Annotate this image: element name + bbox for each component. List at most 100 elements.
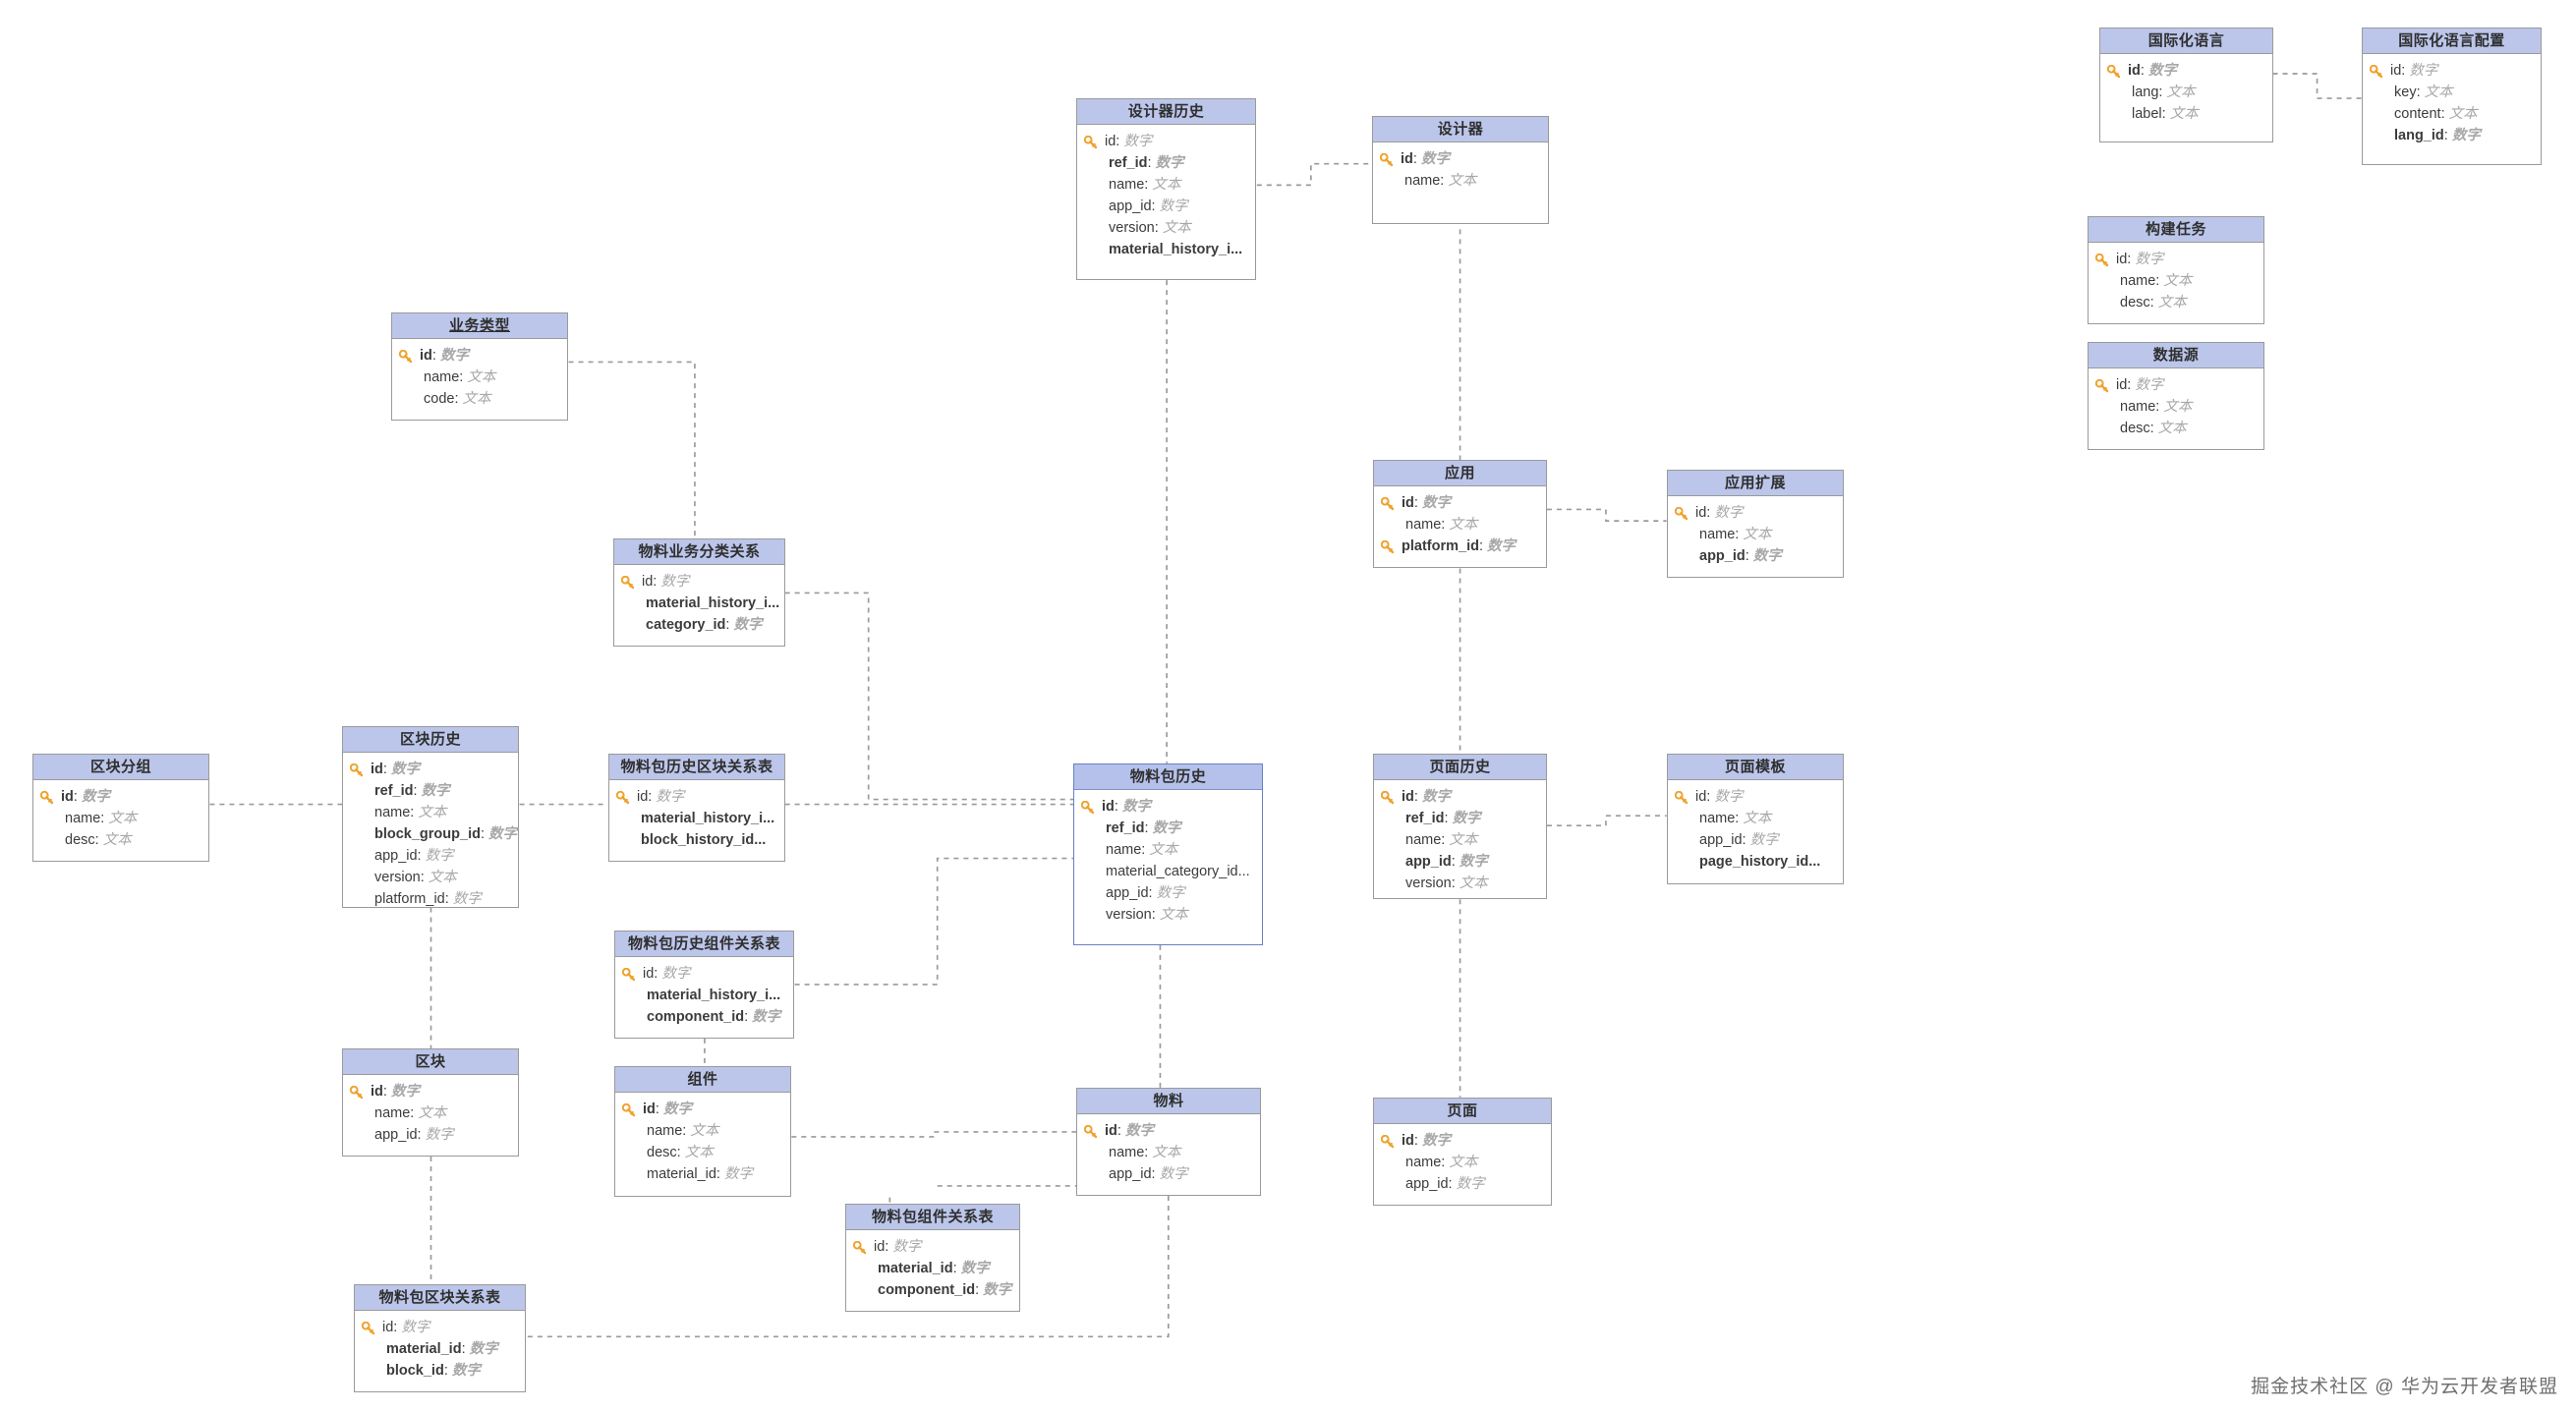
attribute-row: code: 文本 <box>392 388 567 410</box>
attribute-type: 文本 <box>1448 173 1477 189</box>
attribute-type: 数字 <box>1487 538 1517 554</box>
attribute-name: id <box>382 1320 394 1335</box>
attribute-type: 文本 <box>684 1145 714 1160</box>
attribute-type: 数字 <box>662 1101 692 1117</box>
attribute-row: component_id: 数字 <box>846 1279 1019 1301</box>
attribute-type: 数字 <box>1152 820 1181 836</box>
attribute-row: name: 文本 <box>1668 808 1843 829</box>
attribute-name: name <box>1404 173 1441 189</box>
attribute-separator: : <box>417 848 426 864</box>
attribute-row: material_history_i... <box>609 808 784 829</box>
entity-title: 国际化语言配置 <box>2363 28 2541 54</box>
attribute-type: 数字 <box>1420 151 1450 167</box>
attribute-type: 文本 <box>2163 273 2193 289</box>
attribute-separator: : <box>1144 177 1153 193</box>
attribute-row: app_id: 数字 <box>1074 882 1262 904</box>
attribute-row: id: 数字 <box>343 1081 518 1102</box>
attribute-separator: : <box>655 1101 663 1117</box>
attribute-separator: : <box>393 1320 402 1335</box>
attribute-row: material_id: 数字 <box>355 1338 525 1360</box>
attribute-row: platform_id: 数字 <box>1374 536 1546 557</box>
attribute-type: 文本 <box>462 391 491 407</box>
attribute-name: material_id <box>647 1166 716 1182</box>
attribute-type: 数字 <box>451 1363 481 1379</box>
attribute-separator: : <box>1116 134 1124 149</box>
attribute-type: 数字 <box>723 1166 753 1182</box>
attribute-separator: : <box>1706 505 1715 521</box>
attribute-type: 数字 <box>1459 854 1488 870</box>
attribute-name: material_history_i... <box>641 811 775 826</box>
attribute-type: 数字 <box>1714 789 1744 805</box>
attribute-separator: : <box>1478 538 1488 554</box>
attribute-name: lang <box>2132 85 2159 100</box>
attribute-row: id: 数字 <box>1374 786 1546 808</box>
attribute-name: name <box>1109 1145 1145 1160</box>
attribute-row: name: 文本 <box>392 367 567 388</box>
attribute-type: 数字 <box>1714 505 1744 521</box>
entity-title: 设计器 <box>1373 117 1548 142</box>
attribute-separator: : <box>1154 220 1163 236</box>
attribute-separator: : <box>2161 106 2170 122</box>
attribute-name: id <box>643 1101 656 1117</box>
entity-title-text: 物料包区块关系表 <box>378 1289 501 1306</box>
attribute-type: 数字 <box>401 1320 430 1335</box>
attribute-type: 数字 <box>1421 1133 1451 1149</box>
attribute-name: page_history_id... <box>1699 854 1821 870</box>
entity-title: 页面模板 <box>1668 755 1843 780</box>
attribute-type: 文本 <box>1162 220 1191 236</box>
attribute-name: id <box>371 1084 383 1100</box>
attribute-type: 数字 <box>660 574 690 590</box>
attribute-type: 数字 <box>452 891 482 907</box>
attribute-separator: : <box>1413 789 1422 805</box>
attribute-name: app_id <box>374 1127 418 1143</box>
attribute-row: id: 数字 <box>1077 131 1255 152</box>
attribute-row: material_id: 数字 <box>846 1258 1019 1279</box>
attribute-separator: : <box>444 891 453 907</box>
attribute-row: version: 文本 <box>1074 904 1262 926</box>
attribute-type: 数字 <box>1159 198 1188 214</box>
attribute-separator: : <box>2416 85 2425 100</box>
attribute-separator: : <box>653 574 661 590</box>
entity-title: 业务类型 <box>392 313 567 339</box>
attribute-type: 数字 <box>421 783 450 799</box>
entity-title-text: 应用 <box>1444 465 1475 481</box>
attribute-separator: : <box>676 1145 685 1160</box>
attribute-name: desc <box>2120 421 2150 436</box>
primary-key-icon <box>1080 800 1095 815</box>
attribute-separator: : <box>1148 885 1157 901</box>
attribute-separator: : <box>1441 1155 1450 1170</box>
attribute-type: 数字 <box>1452 811 1481 826</box>
entity-title: 物料业务分类关系 <box>614 539 784 565</box>
attribute-separator: : <box>1412 151 1421 167</box>
attribute-row: id: 数字 <box>355 1317 525 1338</box>
attribute-name: name <box>374 1105 411 1121</box>
attribute-name: ref_id <box>374 783 414 799</box>
attribute-type: 文本 <box>467 369 496 385</box>
